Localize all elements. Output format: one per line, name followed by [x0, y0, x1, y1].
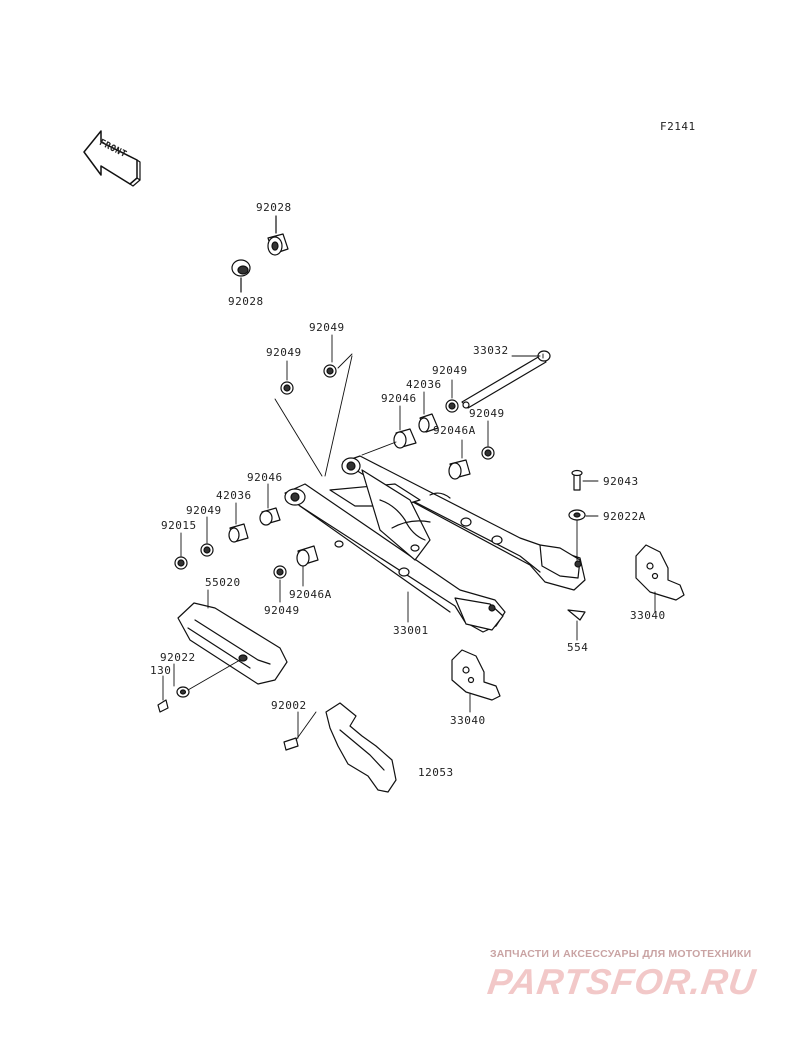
part-label: 42036: [406, 378, 442, 391]
washer-92022: [176, 686, 190, 698]
part-label: 92046A: [433, 424, 476, 437]
bushing-92028-top: [267, 233, 289, 256]
collar-92046A-left: [296, 545, 319, 567]
washer-92022A: [568, 509, 586, 521]
part-label: 92049: [432, 364, 468, 377]
seal-92049-a: [280, 381, 294, 395]
part-label: 92049: [309, 321, 345, 334]
sleeve-42036-left: [228, 523, 249, 543]
part-label: 92046A: [289, 588, 332, 601]
part-label: 130: [150, 664, 172, 677]
part-label: 92046: [247, 471, 283, 484]
part-label: 92002: [271, 699, 307, 712]
watermark-logo: PARTSFOR.RU: [485, 961, 759, 1002]
chain-adjuster-33040-center: [451, 649, 501, 701]
sleeve-42036-right: [418, 413, 439, 433]
part-label: 55020: [205, 576, 241, 589]
swingarm-33001: [284, 455, 586, 633]
bolt-92002: [283, 737, 299, 751]
part-label: 92028: [228, 295, 264, 308]
bushing-92028-bottom: [231, 259, 251, 277]
part-label: 33001: [393, 624, 429, 637]
collar-92046-left: [259, 507, 281, 526]
part-label: 92049: [186, 504, 222, 517]
chain-slider-55020: [177, 602, 288, 685]
part-label: 92022: [160, 651, 196, 664]
part-label: 92046: [381, 392, 417, 405]
figure-code: F2141: [660, 120, 696, 133]
part-label: 92028: [256, 201, 292, 214]
part-label: 554: [567, 641, 589, 654]
cotter-pin-554: [567, 609, 586, 621]
part-label: 33040: [450, 714, 486, 727]
part-label: 12053: [418, 766, 454, 779]
seal-92049-f: [273, 565, 287, 579]
part-label: 92015: [161, 519, 197, 532]
seal-92049-e: [200, 543, 214, 557]
watermark-tagline: ЗАПЧАСТИ И АКСЕССУАРЫ ДЛЯ МОТОТЕХНИКИ: [490, 948, 752, 960]
nut-92015: [174, 556, 188, 570]
leader-lines: [162, 334, 656, 741]
part-label: 33032: [473, 344, 509, 357]
part-label: 92049: [264, 604, 300, 617]
chain-adjuster-33040-right: [635, 544, 685, 601]
seal-92049-c: [445, 399, 459, 413]
seal-92049-d: [481, 446, 495, 460]
part-label: 92043: [603, 475, 639, 488]
part-label: 33040: [630, 609, 666, 622]
part-label: 92049: [266, 346, 302, 359]
part-label: 42036: [216, 489, 252, 502]
front-arrow-icon: [83, 130, 141, 187]
seal-92049-b: [323, 364, 337, 378]
chain-guide-12053: [325, 702, 397, 793]
bolt-92043: [571, 469, 583, 491]
pivot-shaft-33032: [461, 350, 551, 409]
part-label: 92022A: [603, 510, 646, 523]
bolt-130: [157, 699, 169, 713]
collar-92046A-right: [448, 459, 471, 480]
part-label: 92049: [469, 407, 505, 420]
collar-92046-right: [393, 428, 417, 449]
